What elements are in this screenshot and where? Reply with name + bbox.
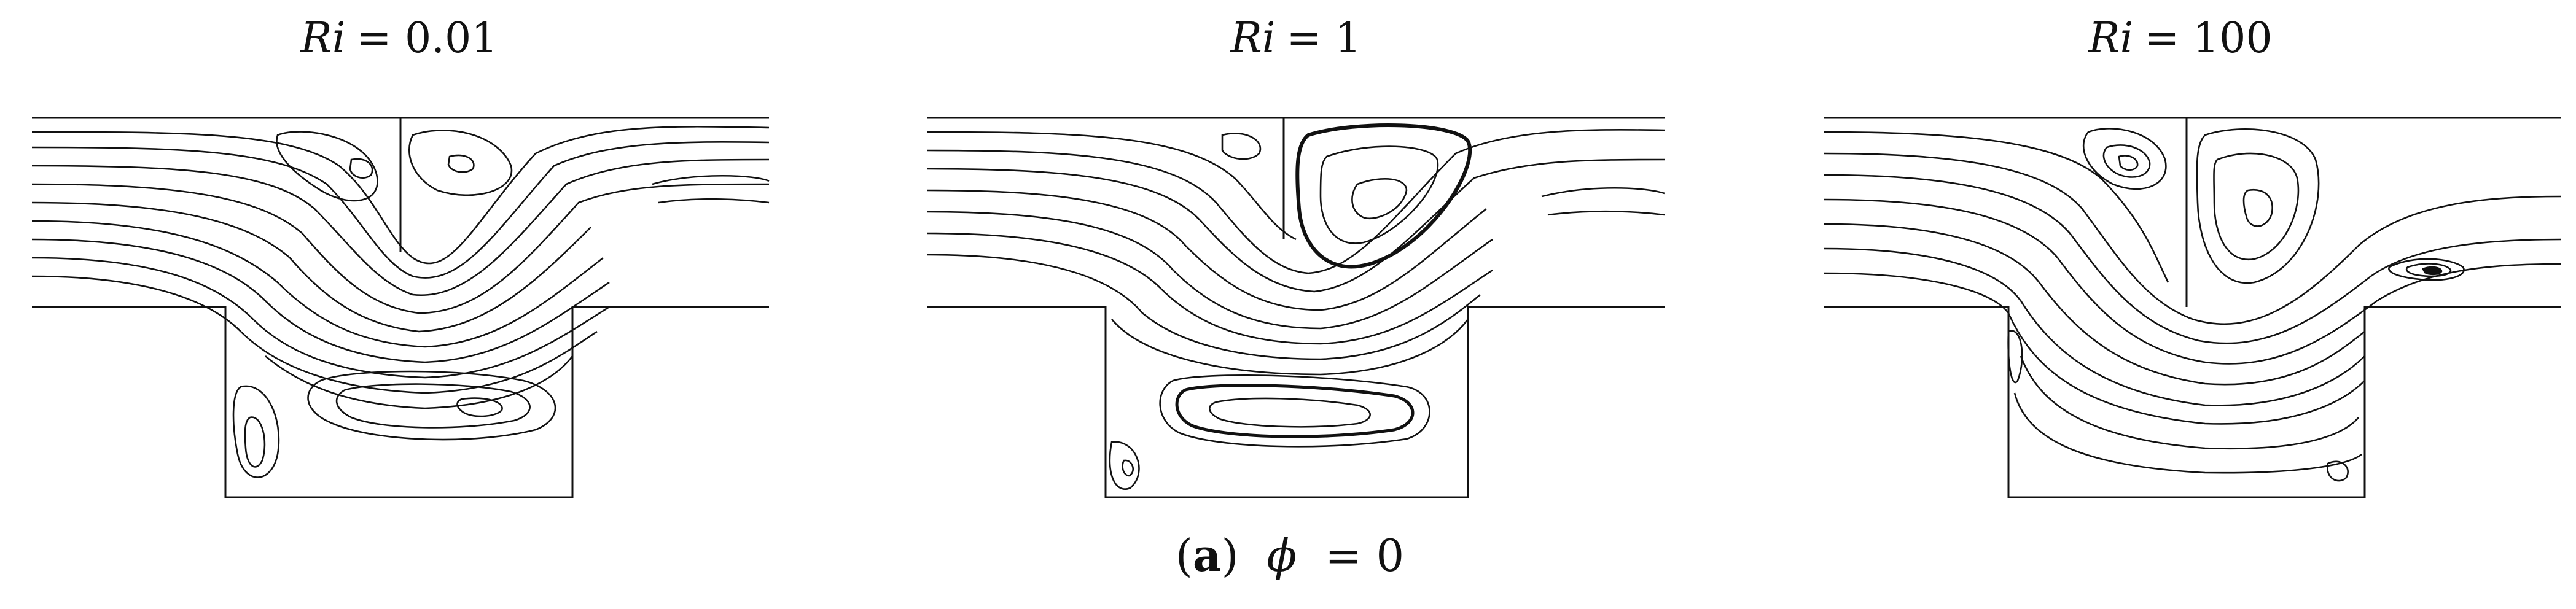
recirculation	[2405, 263, 2452, 277]
phi-symbol: ϕ	[1267, 530, 1297, 581]
ri-symbol: Ri	[1230, 14, 1276, 63]
streamline-plot	[927, 117, 1665, 498]
streamline-panel-ri-1	[921, 98, 1671, 503]
recirculation	[1159, 374, 1430, 448]
streamline	[31, 201, 591, 333]
recirculation	[2327, 460, 2349, 482]
recirculation	[349, 158, 373, 179]
domain-outline	[927, 117, 1665, 498]
streamline	[1824, 223, 2365, 386]
recirculation	[2118, 155, 2139, 171]
ri-value: = 100	[2144, 14, 2273, 63]
figure-caption: (a) ϕ = 0	[983, 522, 1597, 589]
recirculation	[335, 383, 531, 429]
recirculation	[1221, 133, 1262, 160]
ri-value: = 0.01	[356, 14, 498, 63]
streamline	[31, 220, 604, 348]
caption-letter: a	[1192, 529, 1222, 581]
streamline	[31, 158, 770, 297]
domain-outline	[1824, 117, 2561, 498]
recirculation	[276, 131, 378, 202]
recirculation	[2082, 128, 2167, 190]
streamline	[31, 257, 610, 379]
panel-title-ri-100: Ri= 100	[2021, 11, 2340, 66]
streamline	[2020, 355, 2359, 450]
recirculation	[2242, 188, 2273, 227]
caption-close: )	[1221, 530, 1239, 581]
streamline	[927, 129, 1665, 274]
ri-symbol: Ri	[2088, 14, 2134, 63]
caption-open: (	[1175, 530, 1193, 581]
streamline	[1824, 174, 2562, 344]
streamline-panel-ri-100	[1818, 98, 2567, 503]
streamline	[265, 355, 574, 409]
streamline	[927, 158, 1665, 293]
phi-value: = 0	[1325, 530, 1405, 581]
ri-value: = 1	[1286, 14, 1362, 63]
streamline-plot	[31, 117, 770, 498]
recirculation	[232, 385, 280, 478]
recirculation	[408, 130, 513, 196]
streamlines	[927, 123, 1665, 490]
streamline	[1824, 247, 2365, 406]
recirculation	[1295, 123, 1472, 269]
panel-title-ri-0-01: Ri= 0.01	[240, 11, 559, 66]
streamlines	[31, 125, 770, 478]
streamline	[927, 189, 1487, 311]
recirculation	[2388, 258, 2465, 281]
recirculation	[456, 397, 503, 417]
streamline	[31, 183, 770, 314]
streamlines	[1824, 128, 2562, 482]
recirculation	[1209, 397, 1371, 428]
streamline	[2013, 392, 2362, 474]
streamline	[1824, 152, 2562, 325]
recirculation	[1541, 187, 1665, 216]
ri-symbol: Ri	[300, 14, 346, 63]
recirculation	[307, 370, 556, 441]
streamline	[927, 232, 1493, 345]
recirculation	[244, 416, 266, 468]
recirculation	[1175, 384, 1415, 438]
recirculation	[1122, 459, 1134, 477]
streamline	[927, 131, 1297, 241]
streamline	[1824, 272, 2365, 425]
streamline-plot	[1824, 117, 2562, 498]
streamline	[927, 254, 1481, 360]
streamline-panel-ri-0-01	[26, 98, 775, 503]
vortex-core	[2422, 266, 2443, 276]
streamline	[1111, 319, 1469, 376]
recirculation	[652, 174, 770, 204]
streamline	[31, 125, 770, 265]
recirculation	[447, 154, 475, 173]
recirculation	[1351, 178, 1408, 220]
streamline	[1824, 131, 2169, 283]
recirculation	[2196, 128, 2320, 284]
streamline	[31, 141, 770, 279]
recirculation	[2007, 330, 2023, 383]
streamline	[927, 211, 1493, 330]
recirculation	[2213, 152, 2300, 261]
panel-title-ri-1: Ri= 1	[1136, 11, 1456, 66]
recirculation	[1319, 145, 1439, 244]
streamline	[31, 238, 610, 363]
recirculation	[2102, 144, 2151, 178]
streamline	[31, 275, 598, 394]
recirculation	[1109, 441, 1140, 490]
